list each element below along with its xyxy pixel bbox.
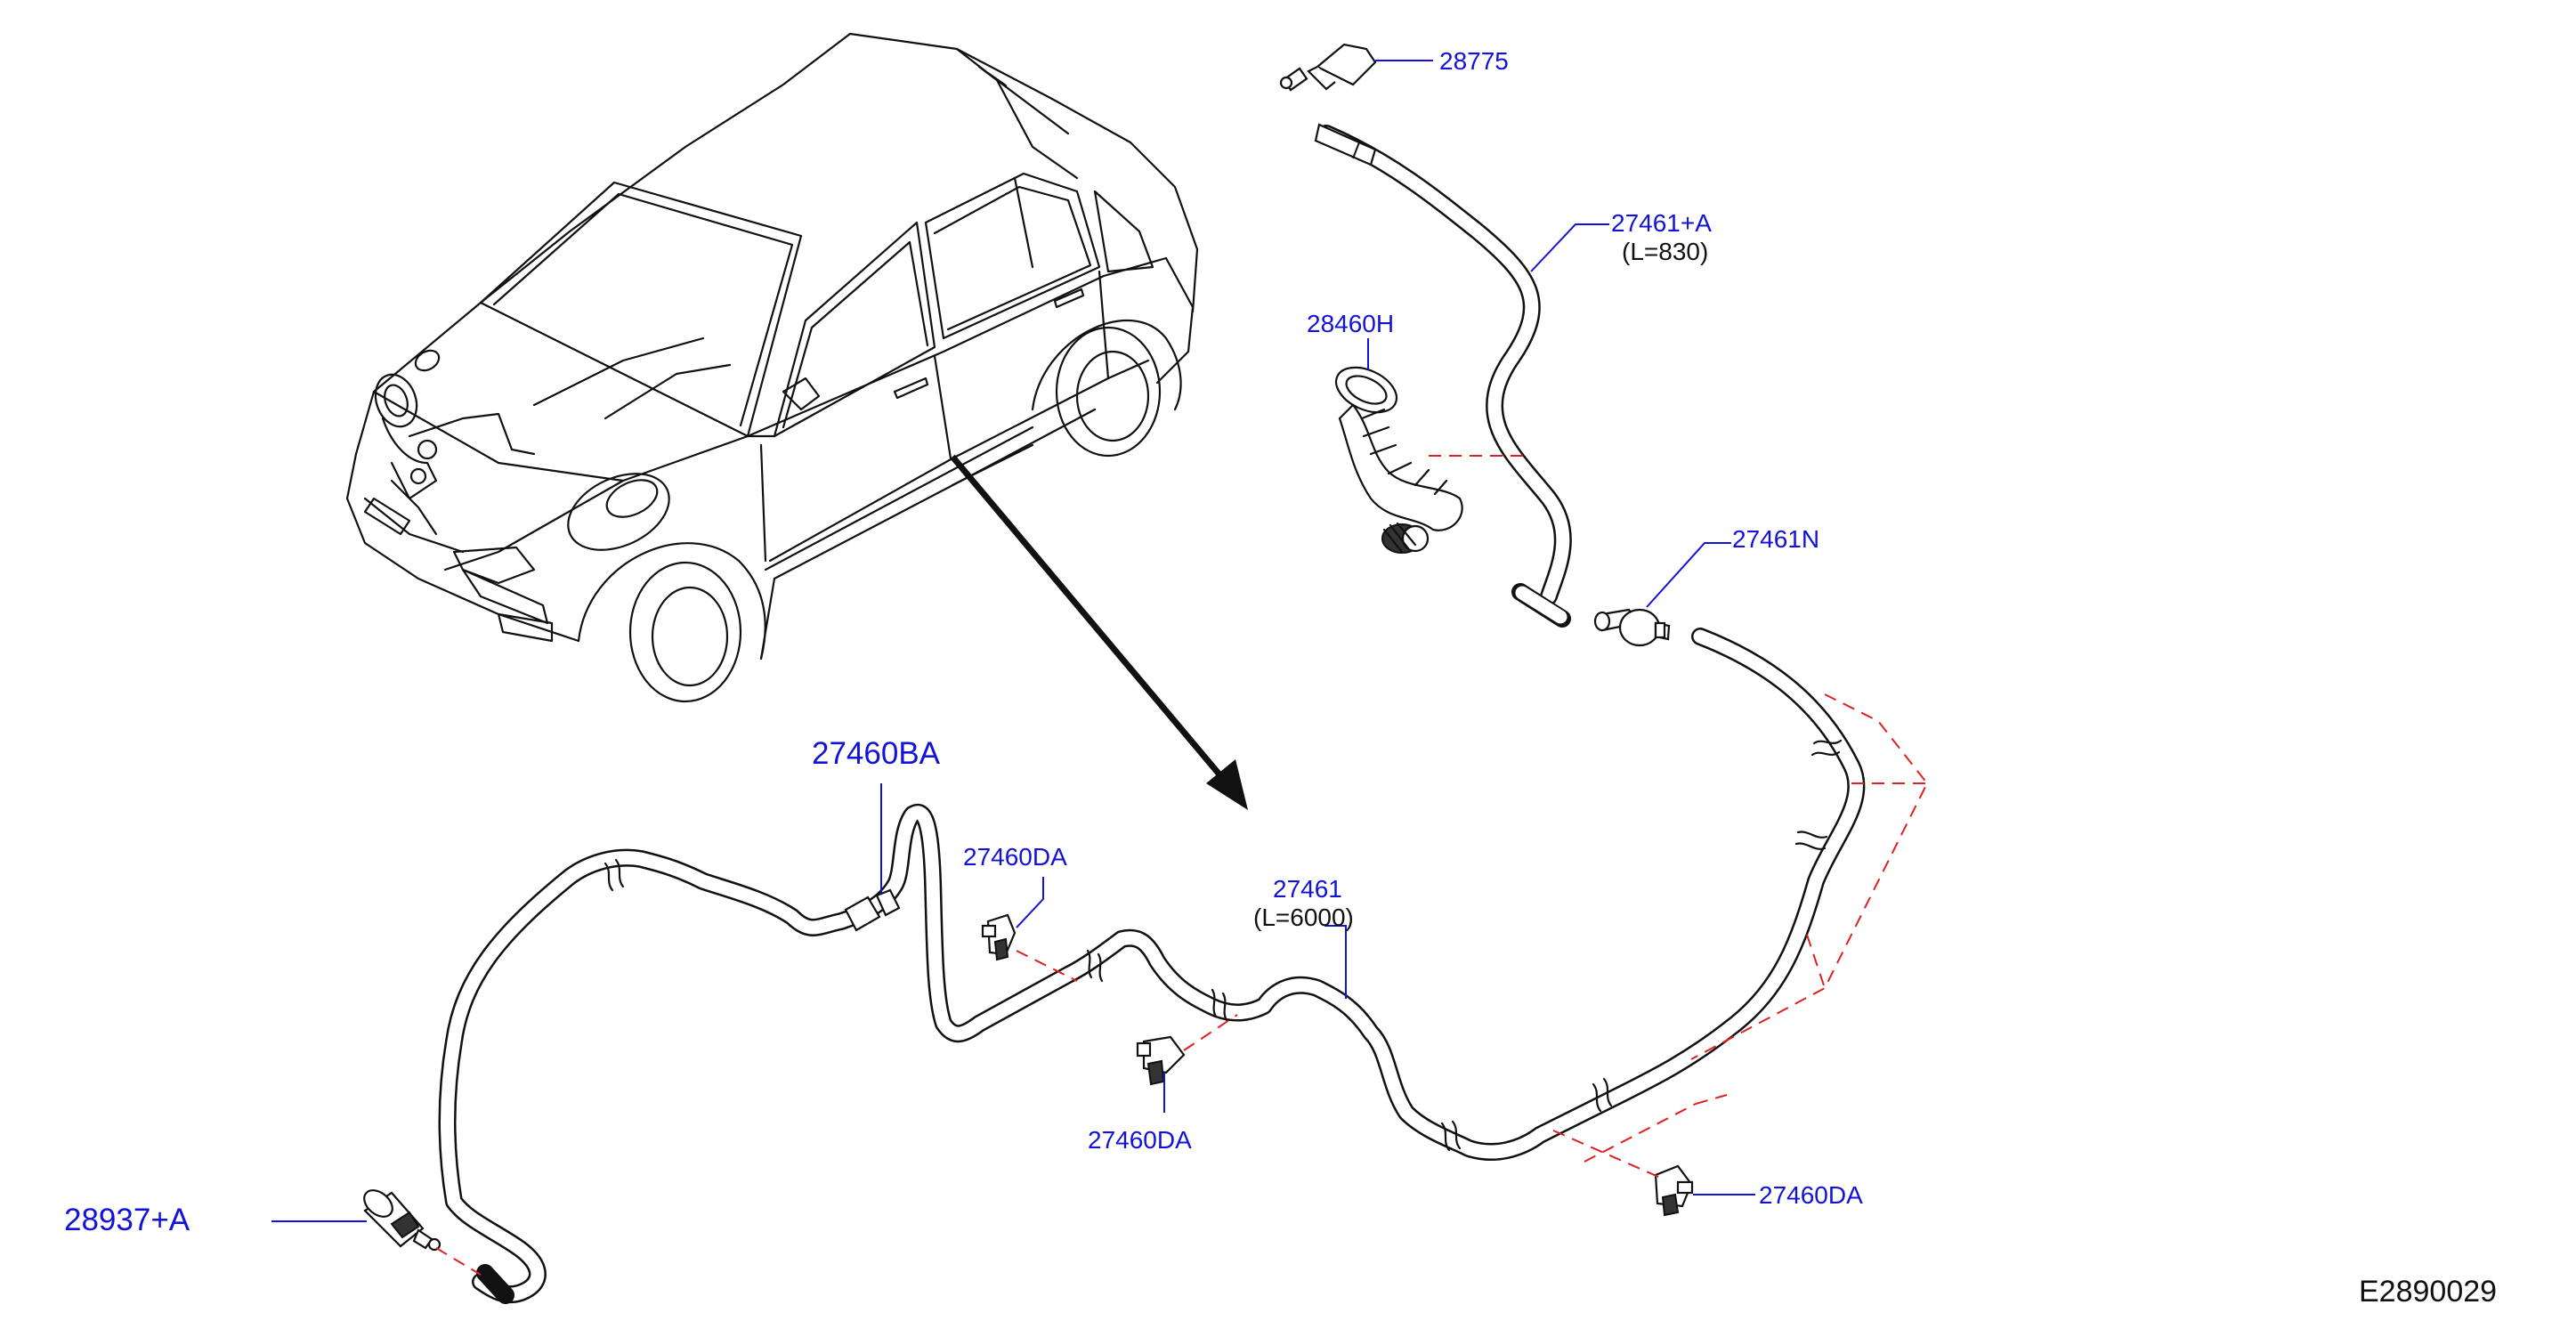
clip-27460DA-1[interactable] — [981, 913, 1017, 961]
label-28775: 28775 — [1439, 47, 1509, 75]
check-valve-27461N[interactable] — [1593, 608, 1671, 647]
grommet-28460H[interactable] — [1329, 359, 1463, 554]
vehicle-illustration — [345, 32, 1199, 703]
label-28460H: 28460H — [1307, 310, 1394, 337]
location-arrow — [950, 454, 1248, 810]
nozzle-28775[interactable] — [1279, 43, 1377, 92]
hose-27461A[interactable] — [1314, 123, 1572, 628]
label-27461N: 27461N — [1732, 525, 1819, 553]
washer-motor-28937A[interactable] — [359, 1185, 441, 1252]
label-27460DA-2: 27460DA — [1088, 1126, 1192, 1154]
hose-27461-main[interactable] — [438, 628, 1866, 1304]
label-27461-length: (L=6000) — [1253, 904, 1354, 931]
label-27460DA-1: 27460DA — [963, 843, 1067, 871]
label-27460BA: 27460BA — [812, 736, 941, 771]
label-27461: 27461 — [1273, 875, 1342, 903]
diagram-reference-code: E2890029 — [2359, 1275, 2497, 1309]
clip-27460DA-2[interactable] — [1136, 1035, 1186, 1086]
label-28937A: 28937+A — [64, 1203, 190, 1237]
label-27461A-length: (L=830) — [1622, 238, 1708, 265]
label-27461A: 27461+A — [1611, 209, 1712, 237]
clip-27460DA-3[interactable] — [1654, 1164, 1694, 1217]
dashed-reference-lines — [1552, 693, 1929, 1180]
label-27460DA-3: 27460DA — [1759, 1181, 1863, 1209]
